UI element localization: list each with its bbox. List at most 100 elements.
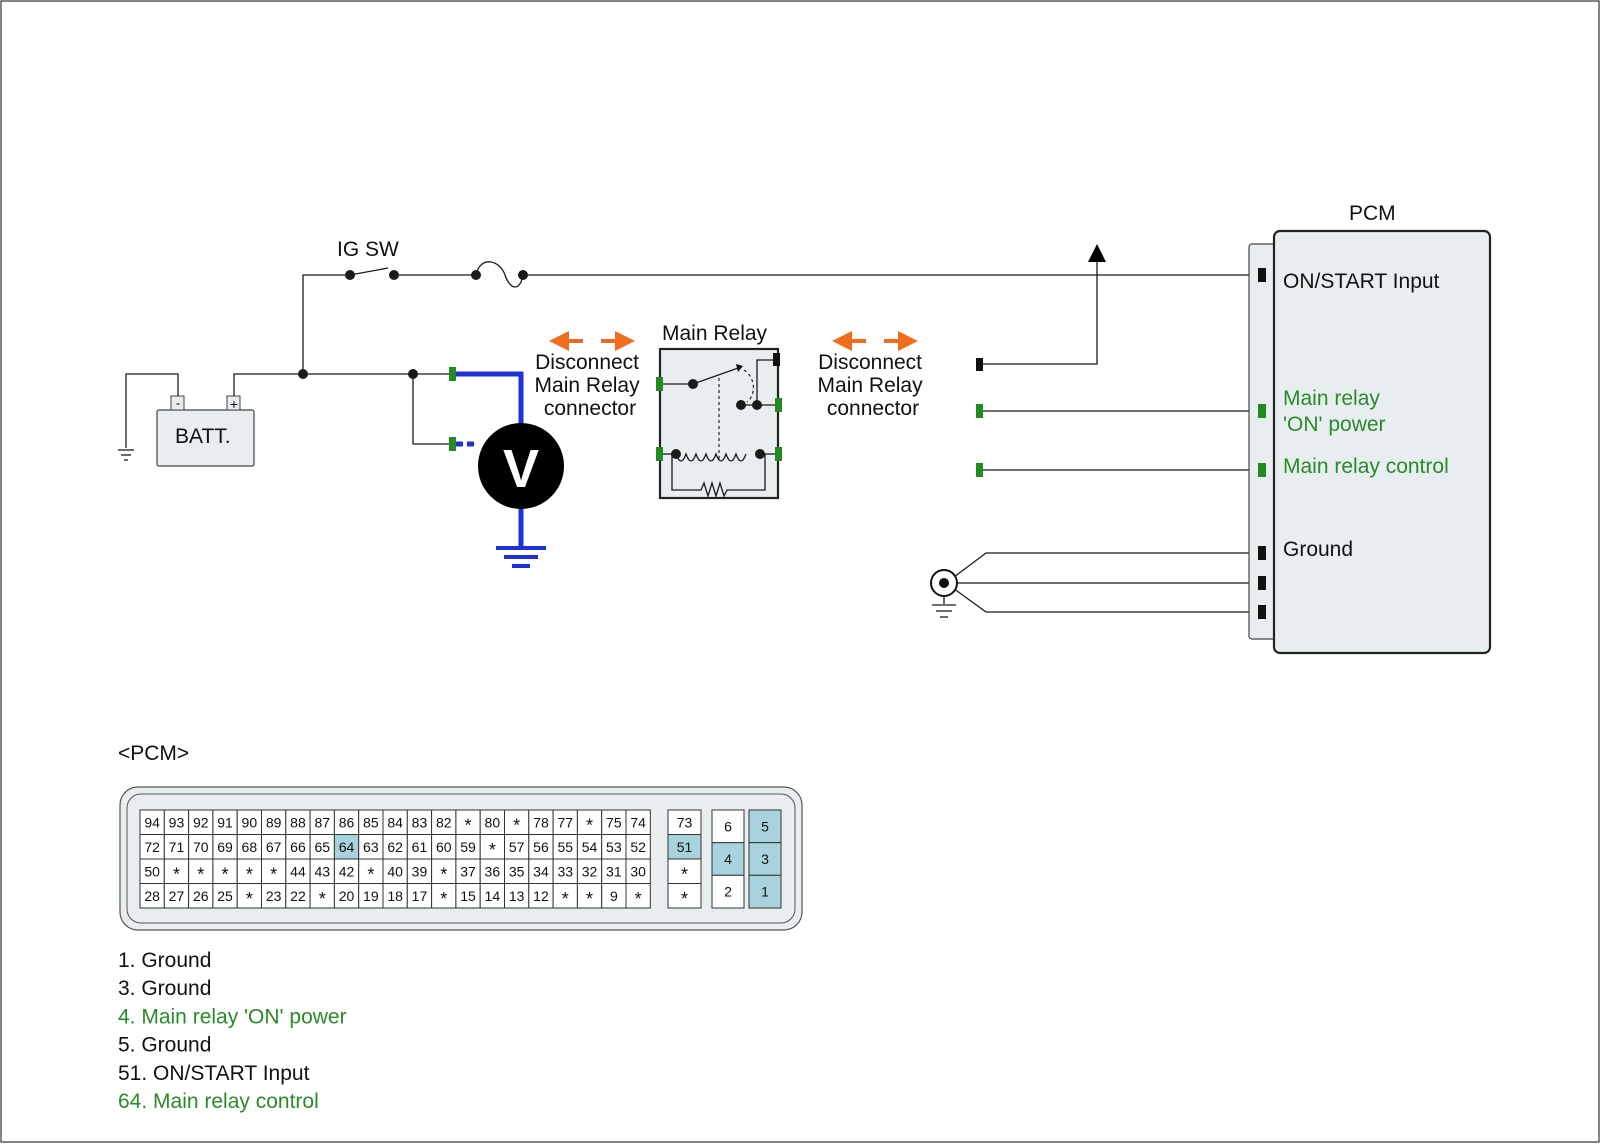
connector-pin: * bbox=[431, 858, 457, 884]
connector-pin: 80 bbox=[479, 809, 506, 835]
chassis-ground-icon bbox=[930, 569, 958, 618]
ignition-power-line bbox=[302, 261, 1258, 374]
connector-pin: 62 bbox=[382, 834, 408, 860]
pin-label: 4 bbox=[724, 851, 732, 867]
connector-pin: 54 bbox=[576, 834, 603, 860]
pin-label: 13 bbox=[509, 888, 525, 904]
connector-pin: 31 bbox=[601, 858, 627, 884]
connector-pin: 66 bbox=[285, 834, 311, 860]
pin-label: 57 bbox=[509, 839, 525, 855]
pin-label: 6 bbox=[724, 818, 732, 834]
pin-label: 33 bbox=[557, 863, 573, 879]
connector-pin: 57 bbox=[504, 834, 530, 860]
legend-item: 1. Ground bbox=[118, 949, 211, 972]
pin-label: 39 bbox=[412, 863, 428, 879]
pcm-on-start-label: ON/START Input bbox=[1283, 270, 1440, 293]
pin-label: 84 bbox=[387, 814, 403, 830]
connector-pin: * bbox=[576, 809, 603, 835]
connector-pin: 14 bbox=[479, 883, 506, 909]
pcm-main-relay-on-power-label: Main relay 'ON' power bbox=[1283, 387, 1386, 436]
pin-label: 50 bbox=[144, 863, 160, 879]
pin-label: 64 bbox=[339, 839, 355, 855]
terminal-green-2 bbox=[449, 437, 456, 451]
connector-pin: 4 bbox=[711, 842, 745, 876]
connector-pin: * bbox=[455, 809, 481, 835]
connector-pin: 1 bbox=[748, 874, 782, 909]
battery-label: BATT. bbox=[175, 425, 231, 448]
pin-label: 63 bbox=[363, 839, 379, 855]
pin-label: * bbox=[465, 815, 472, 835]
connector-pin: 56 bbox=[528, 834, 554, 860]
connector-pin: 27 bbox=[163, 883, 190, 909]
pcm-harness bbox=[930, 244, 1258, 618]
connector-pin: 6 bbox=[711, 809, 745, 844]
connector-pin: 51 bbox=[667, 834, 702, 860]
voltmeter-letter: V bbox=[503, 439, 539, 499]
pin-label: 82 bbox=[436, 814, 452, 830]
connector-pin: 75 bbox=[601, 809, 627, 835]
ig-switch-blade bbox=[349, 267, 389, 276]
pin-label: * bbox=[635, 889, 642, 909]
pin-label: 5 bbox=[761, 818, 769, 834]
pin-label: 89 bbox=[266, 814, 282, 830]
connector-pin: 83 bbox=[406, 809, 433, 835]
pin-label: 72 bbox=[144, 839, 160, 855]
pin-label: 28 bbox=[144, 888, 160, 904]
pin-label: * bbox=[586, 889, 593, 909]
connector-pin: 59 bbox=[455, 834, 481, 860]
pin-label: 35 bbox=[509, 863, 525, 879]
battery bbox=[118, 373, 303, 467]
connector-pin: 78 bbox=[528, 809, 554, 835]
connector-pin: 73 bbox=[667, 809, 702, 835]
connector-pin: 61 bbox=[406, 834, 433, 860]
connector-pin: 33 bbox=[552, 858, 578, 884]
pin-label: 32 bbox=[582, 863, 598, 879]
connector-pin: 86 bbox=[333, 809, 360, 835]
pin-label: 87 bbox=[314, 814, 330, 830]
pin-label: 69 bbox=[217, 839, 233, 855]
pin-label: 90 bbox=[242, 814, 258, 830]
legend-item: 51. ON/START Input bbox=[118, 1062, 310, 1085]
pin-label: 20 bbox=[339, 888, 355, 904]
connector-pin: 35 bbox=[504, 858, 530, 884]
voltmeter-icon bbox=[478, 423, 564, 509]
connector-pin: 77 bbox=[552, 809, 578, 835]
battery-positive-sign: + bbox=[230, 396, 238, 412]
connector-pin: 85 bbox=[358, 809, 384, 835]
connector-pin: * bbox=[188, 858, 214, 884]
pin-label: 23 bbox=[266, 888, 282, 904]
connector-pin: * bbox=[309, 883, 335, 909]
pin-label: 22 bbox=[290, 888, 306, 904]
connector-pin: 5 bbox=[748, 809, 782, 844]
connector-pin: 55 bbox=[552, 834, 578, 860]
battery-feed bbox=[298, 367, 456, 451]
pin-label: 61 bbox=[412, 839, 428, 855]
pin-label: 70 bbox=[193, 839, 209, 855]
connector-pin: * bbox=[552, 883, 578, 909]
connector-pin: 69 bbox=[212, 834, 238, 860]
pin-label: 59 bbox=[460, 839, 476, 855]
battery-negative-sign: - bbox=[176, 396, 180, 411]
connector-pin: 94 bbox=[139, 809, 165, 835]
pin-label: 12 bbox=[533, 888, 549, 904]
pin-label: 51 bbox=[677, 839, 693, 855]
pin-label: 34 bbox=[533, 863, 549, 879]
pin-label: 43 bbox=[314, 863, 330, 879]
pin-label: 55 bbox=[557, 839, 573, 855]
pin-label: 37 bbox=[460, 863, 476, 879]
connector-pin: * bbox=[431, 883, 457, 909]
pcm-module bbox=[1248, 229, 1492, 655]
pin-label: 25 bbox=[217, 888, 233, 904]
pin-label: 2 bbox=[724, 884, 732, 900]
connector-pin: 43 bbox=[309, 858, 335, 884]
connector-pin: 89 bbox=[261, 809, 287, 835]
connector-pin: 19 bbox=[358, 883, 384, 909]
up-arrow-icon bbox=[1088, 244, 1106, 262]
connector-pin: 34 bbox=[528, 858, 554, 884]
pin-label: 68 bbox=[242, 839, 258, 855]
pin-label: 31 bbox=[606, 863, 622, 879]
